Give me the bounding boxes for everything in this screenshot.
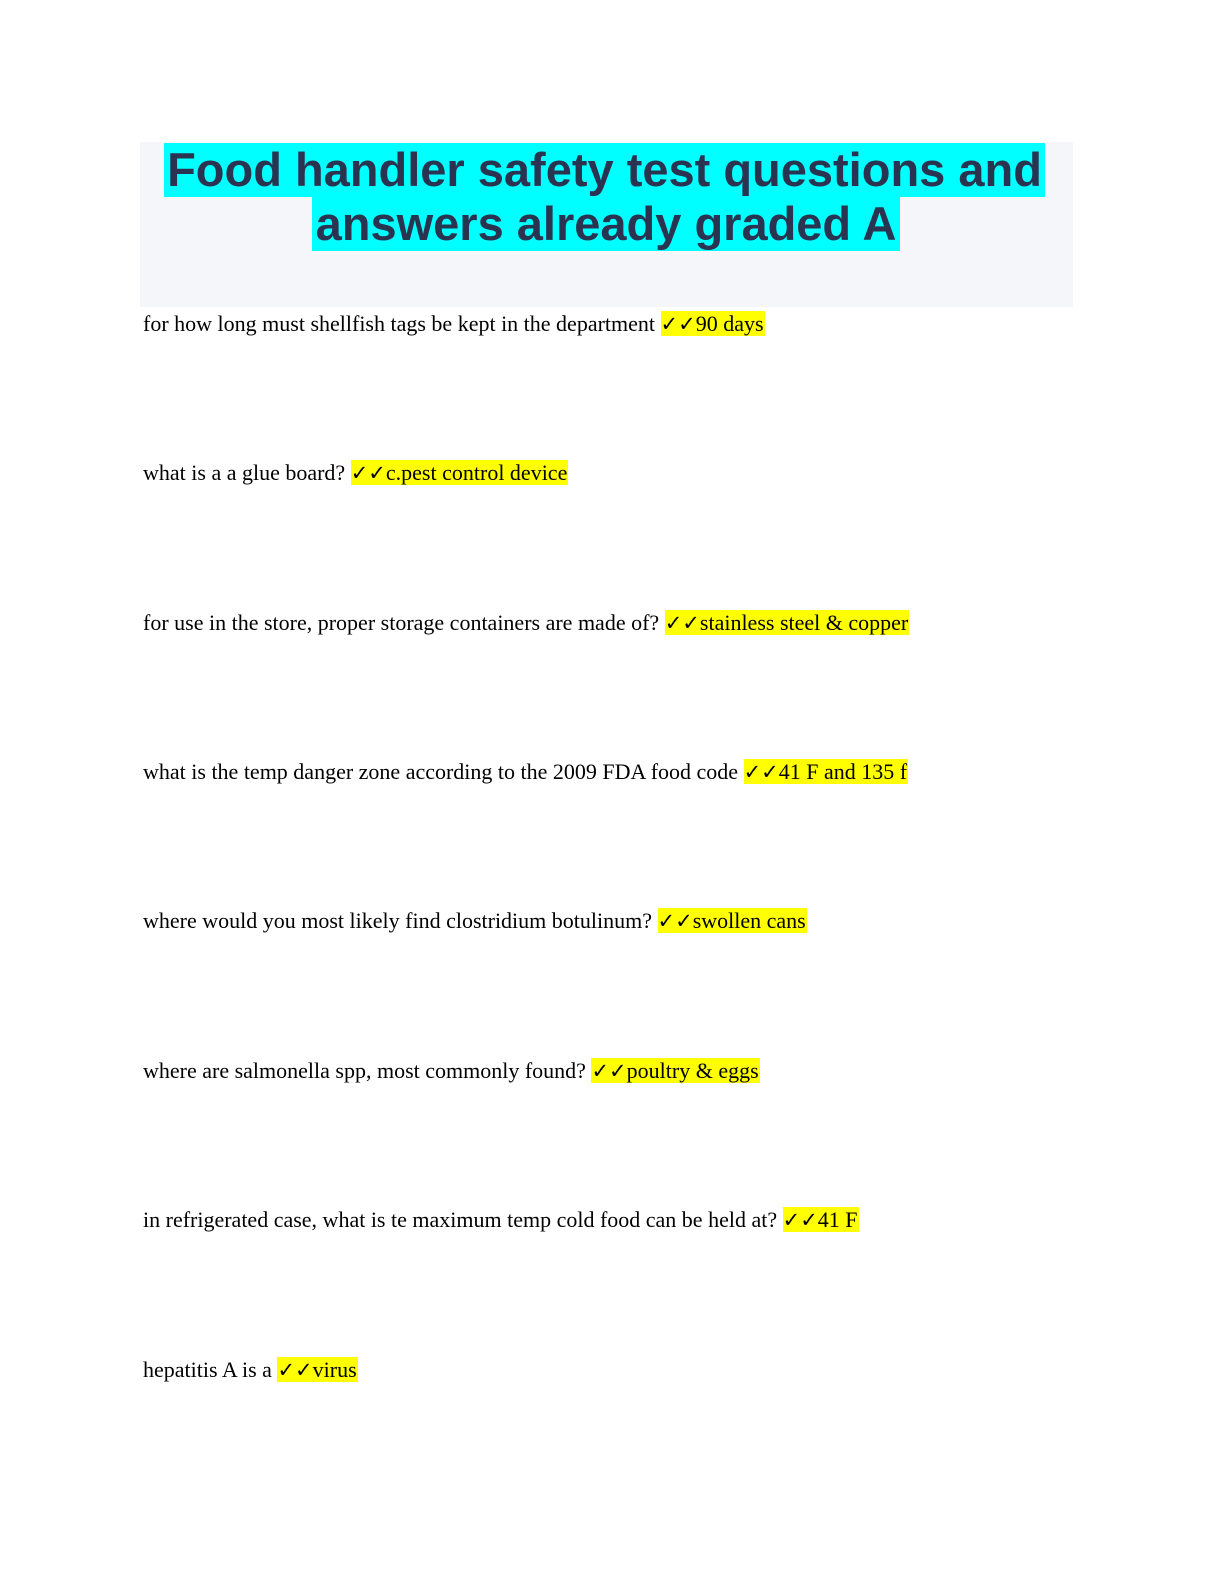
- double-check-icon: ✓✓: [660, 312, 696, 336]
- answer-highlight: ✓✓swollen cans: [657, 908, 807, 933]
- answer-highlight: ✓✓poultry & eggs: [591, 1058, 760, 1083]
- question-text: where would you most likely find clostri…: [143, 908, 658, 933]
- answer-text: 41 F: [817, 1207, 858, 1232]
- answer-text: virus: [312, 1357, 357, 1382]
- title-block: Food handler safety test questions and a…: [140, 142, 1073, 307]
- answer-text: stainless steel & copper: [699, 610, 909, 635]
- answer-text: swollen cans: [692, 908, 806, 933]
- question-text: in refrigerated case, what is te maximum…: [143, 1207, 783, 1232]
- document-title-line-1: Food handler safety test questions and: [164, 143, 1045, 197]
- answer-highlight: ✓✓41 F: [782, 1207, 859, 1232]
- question-text: for how long must shellfish tags be kept…: [143, 311, 661, 336]
- document-title-line-2: answers already graded A: [312, 197, 900, 251]
- qa-item: in refrigerated case, what is te maximum…: [143, 1204, 859, 1236]
- question-text: what is a a glue board?: [143, 460, 351, 485]
- qa-item: what is the temp danger zone according t…: [143, 756, 909, 788]
- question-text: hepatitis A is a: [143, 1357, 278, 1382]
- answer-text: poultry & eggs: [626, 1058, 759, 1083]
- qa-item: for use in the store, proper storage con…: [143, 607, 910, 639]
- answer-highlight: ✓✓41 F and 135 f: [743, 759, 909, 784]
- answer-highlight: ✓✓c.pest control device: [350, 460, 569, 485]
- double-check-icon: ✓✓: [277, 1358, 313, 1382]
- answer-highlight: ✓✓virus: [277, 1357, 358, 1382]
- qa-item: hepatitis A is a ✓✓virus: [143, 1354, 358, 1386]
- double-check-icon: ✓✓: [657, 909, 693, 933]
- question-text: for use in the store, proper storage con…: [143, 610, 665, 635]
- double-check-icon: ✓✓: [664, 611, 700, 635]
- question-text: what is the temp danger zone according t…: [143, 759, 744, 784]
- qa-item: what is a a glue board? ✓✓c.pest control…: [143, 457, 569, 489]
- double-check-icon: ✓✓: [591, 1059, 627, 1083]
- answer-text: 41 F and 135 f: [778, 759, 908, 784]
- double-check-icon: ✓✓: [743, 760, 779, 784]
- question-text: where are salmonella spp, most commonly …: [143, 1058, 592, 1083]
- answer-text: 90 days: [695, 311, 764, 336]
- answer-highlight: ✓✓stainless steel & copper: [664, 610, 910, 635]
- qa-item: where are salmonella spp, most commonly …: [143, 1055, 760, 1087]
- answer-highlight: ✓✓90 days: [660, 311, 765, 336]
- qa-item: where would you most likely find clostri…: [143, 905, 807, 937]
- answer-text: c.pest control device: [385, 460, 568, 485]
- double-check-icon: ✓✓: [350, 461, 386, 485]
- double-check-icon: ✓✓: [782, 1208, 818, 1232]
- qa-item: for how long must shellfish tags be kept…: [143, 308, 765, 340]
